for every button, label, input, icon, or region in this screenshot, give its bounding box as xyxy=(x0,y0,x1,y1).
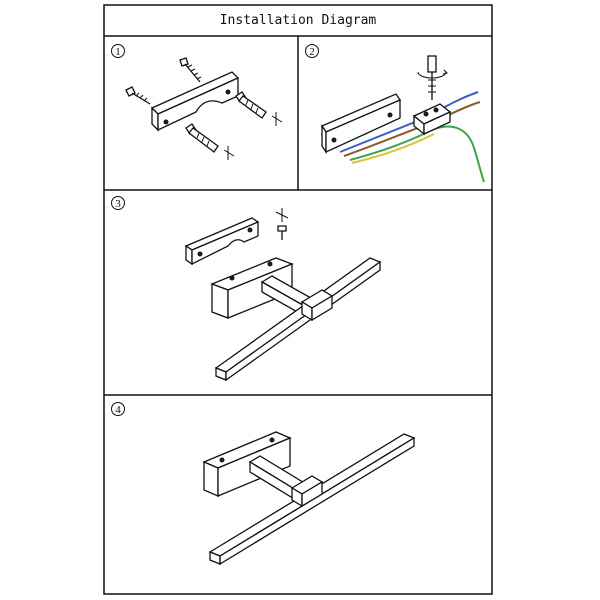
step-badge-1: 1 xyxy=(111,44,125,58)
lamp-bar xyxy=(214,257,382,382)
step2-illustration xyxy=(321,55,485,183)
svg-text:2: 2 xyxy=(309,46,315,58)
joint-collar xyxy=(290,475,324,508)
step1-illustration xyxy=(125,57,283,160)
mounting-bracket xyxy=(321,93,401,155)
step-badge-4: 4 xyxy=(111,402,125,416)
wall-anchor-icon xyxy=(185,123,235,160)
step3-illustration xyxy=(184,208,382,382)
wire-yellow xyxy=(351,133,435,164)
svg-text:4: 4 xyxy=(115,404,121,416)
screw-icon xyxy=(179,57,202,83)
diagram-title: Installation Diagram xyxy=(220,13,377,28)
screw-icon xyxy=(125,86,151,105)
screwdriver-icon xyxy=(417,55,448,100)
wall-plate xyxy=(210,257,294,319)
terminal-block xyxy=(412,103,452,136)
step-badge-3: 3 xyxy=(111,196,125,210)
svg-text:3: 3 xyxy=(115,198,121,210)
svg-text:1: 1 xyxy=(115,46,121,58)
step-badge-2: 2 xyxy=(305,44,319,58)
mounting-bracket xyxy=(150,71,240,132)
wire-green xyxy=(349,125,485,183)
wall-anchor-icon xyxy=(235,91,283,126)
joint-collar xyxy=(300,289,334,322)
step4-illustration xyxy=(202,431,416,566)
mounting-bracket xyxy=(184,217,260,266)
screw-icon xyxy=(275,208,289,240)
